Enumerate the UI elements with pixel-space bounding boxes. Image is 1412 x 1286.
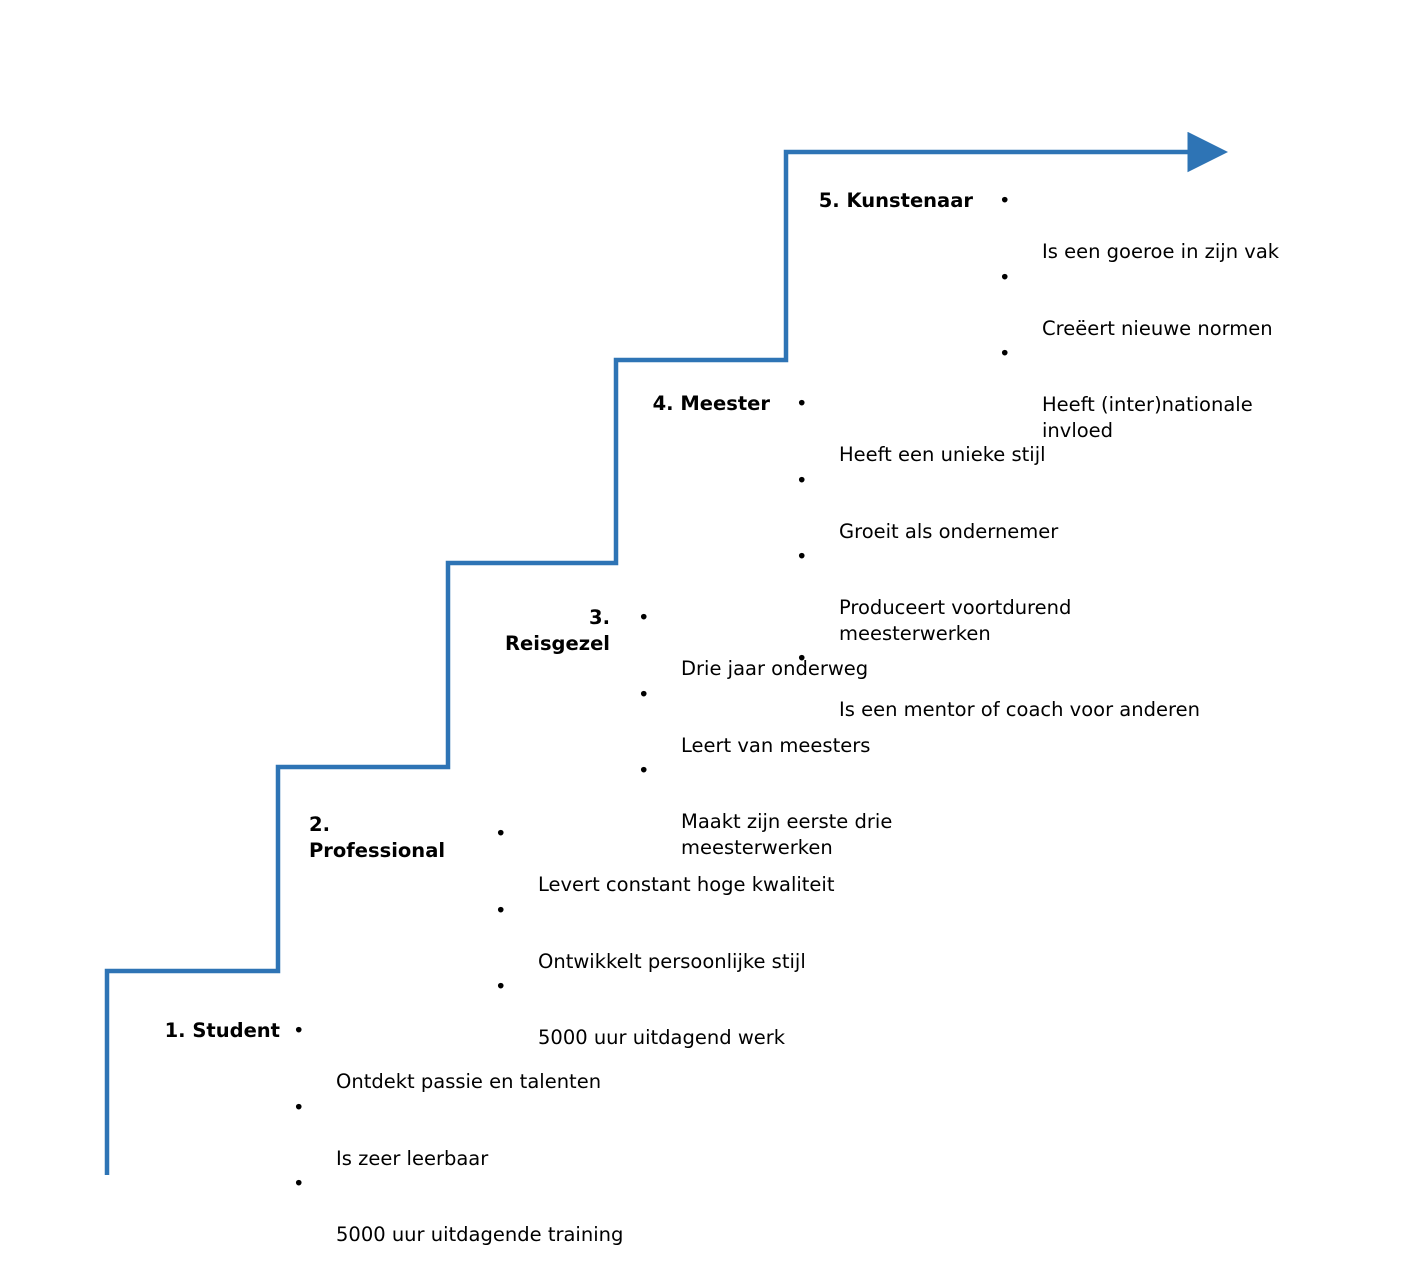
bullet-icon: •: [495, 822, 507, 845]
list-item: • Is zeer leerbaar: [293, 1095, 623, 1172]
list-item: • Is een goeroe in zijn vak: [999, 188, 1279, 265]
bullet-icon: •: [638, 759, 650, 782]
bullet-icon: •: [999, 342, 1011, 365]
list-item: • Maakt zijn eerste drie meesterwerken: [638, 758, 892, 860]
bullet-icon: •: [638, 606, 650, 629]
bullet-list: • Is een goeroe in zijn vak • Creëert ni…: [999, 188, 1279, 443]
bullet-icon: •: [796, 468, 808, 492]
bullet-icon: •: [796, 647, 808, 670]
list-item: • 5000 uur uitdagend werk: [495, 974, 834, 1051]
list-item-text: Creëert nieuwe normen: [1042, 316, 1273, 340]
list-item: • Levert constant hoge kwaliteit: [495, 821, 834, 898]
step-3-label: 3. Reisgezel: [505, 606, 610, 655]
list-item: • Heeft een unieke stijl: [796, 391, 1200, 468]
bullet-icon: •: [495, 975, 507, 998]
step-1-label: 1. Student: [164, 1019, 280, 1042]
step-3-bullets: • Drie jaar onderweg • Leert van meester…: [638, 605, 892, 860]
step-1-student[interactable]: 1. Student • Ontdekt passie en talenten …: [140, 1018, 624, 1248]
bullet-icon: •: [293, 1095, 305, 1119]
list-item-text: Groeit als ondernemer: [839, 519, 1059, 543]
bullet-list: • Heeft een unieke stijl • Groeit als on…: [796, 391, 1200, 723]
list-item: • Drie jaar onderweg: [638, 605, 892, 682]
list-item: • Creëert nieuwe normen: [999, 265, 1279, 342]
list-item: • Leert van meesters: [638, 682, 892, 759]
step-2-label: 2. Professional: [309, 813, 446, 862]
bullet-icon: •: [293, 1019, 305, 1042]
step-4-bullets: • Heeft een unieke stijl • Groeit als on…: [796, 391, 1200, 723]
bullet-list: • Drie jaar onderweg • Leert van meester…: [638, 605, 892, 860]
list-item: • Ontdekt passie en talenten: [293, 1018, 623, 1095]
list-item-text: Is zeer leerbaar: [336, 1146, 489, 1170]
list-item-text: Leert van meesters: [681, 733, 871, 757]
step-3-reisgezel[interactable]: 3. Reisgezel • Drie jaar onderweg • Leer…: [480, 605, 892, 860]
list-item-text: 5000 uur uitdagende training: [336, 1223, 624, 1246]
step-4-label: 4. Meester: [652, 392, 770, 415]
step-5-label: 5. Kunstenaar: [818, 189, 973, 212]
step-5-kunstenaar[interactable]: 5. Kunstenaar • Is een goeroe in zijn va…: [818, 188, 1279, 443]
step-1-bullets: • Ontdekt passie en talenten • Is zeer l…: [293, 1018, 623, 1248]
list-item: • Is een mentor of coach voor anderen: [796, 646, 1200, 723]
list-item-text: Levert constant hoge kwaliteit: [538, 873, 835, 896]
step-4-meester[interactable]: 4. Meester • Heeft een unieke stijl • Gr…: [652, 391, 1200, 723]
list-item-text: Heeft (inter)nationale invloed: [1042, 393, 1253, 442]
list-item-text: Produceert voortdurend meesterwerken: [839, 596, 1072, 645]
list-item-text: 5000 uur uitdagend werk: [538, 1026, 786, 1049]
list-item: • Produceert voortdurend meesterwerken: [796, 544, 1200, 646]
list-item-text: Is een mentor of coach voor anderen: [839, 698, 1200, 721]
list-item: • Groeit als ondernemer: [796, 468, 1200, 545]
list-item-text: Maakt zijn eerste drie meesterwerken: [681, 810, 893, 859]
list-item: • Heeft (inter)nationale invloed: [999, 341, 1279, 443]
bullet-icon: •: [999, 189, 1011, 212]
bullet-icon: •: [638, 682, 650, 706]
list-item: • Ontwikkelt persoonlijke stijl: [495, 898, 834, 975]
list-item-text: Ontdekt passie en talenten: [336, 1070, 602, 1093]
bullet-icon: •: [999, 265, 1011, 289]
step-2-bullets: • Levert constant hoge kwaliteit • Ontwi…: [495, 821, 834, 1051]
bullet-list: • Levert constant hoge kwaliteit • Ontwi…: [495, 821, 834, 1051]
bullet-icon: •: [796, 392, 808, 415]
step-2-professional[interactable]: 2. Professional • Levert constant hoge k…: [309, 812, 834, 1051]
list-item: • 5000 uur uitdagende training: [293, 1171, 623, 1248]
list-item-text: Ontwikkelt persoonlijke stijl: [538, 949, 806, 973]
list-item-text: Drie jaar onderweg: [681, 657, 869, 680]
step-5-bullets: • Is een goeroe in zijn vak • Creëert ni…: [999, 188, 1279, 443]
bullet-icon: •: [293, 1172, 305, 1195]
bullet-icon: •: [495, 898, 507, 922]
list-item-text: Is een goeroe in zijn vak: [1042, 240, 1280, 263]
list-item-text: Heeft een unieke stijl: [839, 443, 1046, 466]
bullet-icon: •: [796, 545, 808, 568]
bullet-list: • Ontdekt passie en talenten • Is zeer l…: [293, 1018, 623, 1248]
